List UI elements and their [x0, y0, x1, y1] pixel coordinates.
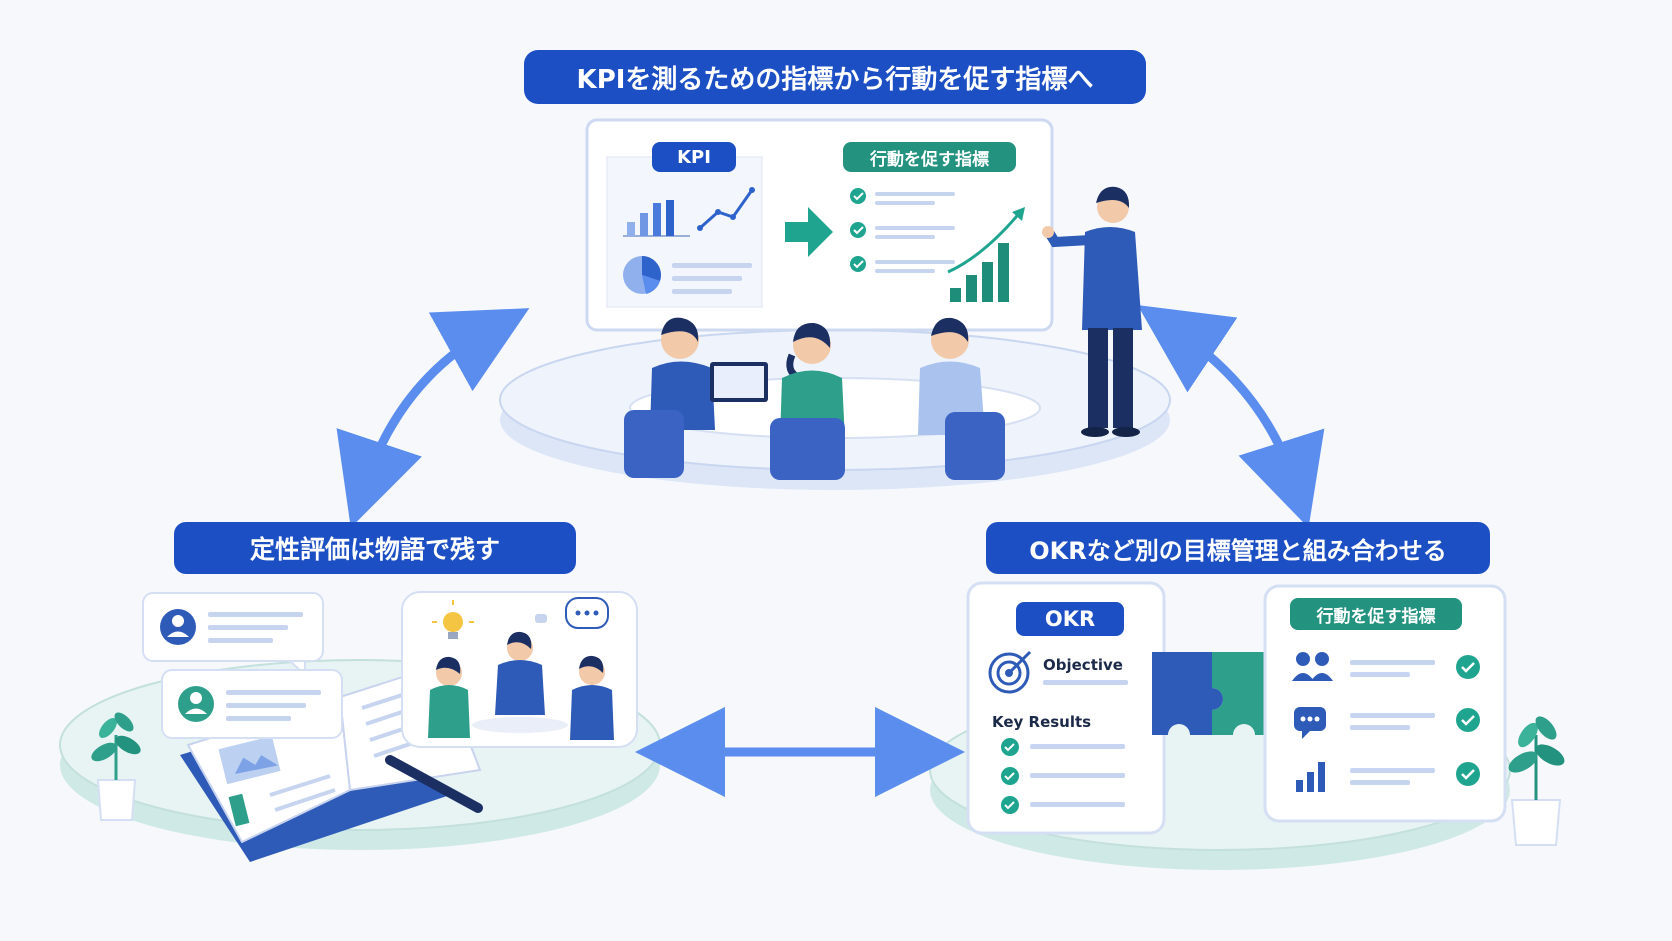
kpi-label: KPI — [652, 142, 736, 172]
key-results-checklist — [1001, 738, 1125, 814]
message-icon — [1294, 707, 1326, 739]
action-checklist — [850, 188, 955, 273]
presenter-figure — [1042, 186, 1142, 437]
check-icon-2 — [1456, 708, 1480, 732]
check-icon-1 — [1456, 655, 1480, 679]
kpi-bar-chart-icon — [623, 200, 690, 237]
right-title: OKRなど別の目標管理と組み合わせる — [986, 522, 1490, 574]
lightbulb-icon — [432, 600, 474, 639]
arrow-top-right — [1137, 305, 1325, 528]
pen-icon — [376, 752, 483, 813]
kpi-line-chart-icon — [697, 187, 755, 231]
kpi-pie-chart-icon — [623, 256, 661, 294]
plant-left — [91, 712, 141, 821]
comment-card-1 — [142, 592, 324, 678]
action-growth-chart-icon — [947, 207, 1025, 302]
kpi-to-action-arrow-icon — [785, 207, 833, 257]
bar-chart-icon — [1296, 762, 1325, 792]
key-results-label: Key Results — [992, 713, 1092, 731]
left-title: 定性評価は物語で残す — [174, 522, 576, 574]
action-indicator-card — [1263, 584, 1507, 823]
comment-card-2 — [161, 669, 343, 739]
chat-bubble-icon — [565, 597, 609, 629]
target-icon — [988, 650, 1032, 694]
action-label-top: 行動を促す指標 — [843, 142, 1016, 172]
plant-right — [1508, 716, 1565, 846]
objective-label: Objective — [1043, 656, 1123, 674]
discussion-panel — [401, 591, 638, 748]
okr-label: OKR — [1016, 602, 1124, 636]
arrow-top-left — [336, 308, 530, 528]
whiteboard — [585, 118, 1054, 332]
top-title: KPIを測るための指標から行動を促す指標へ — [524, 50, 1146, 104]
check-icon-3 — [1456, 762, 1480, 786]
team-icon — [1292, 652, 1333, 681]
okr-card — [966, 581, 1166, 835]
action-label-right: 行動を促す指標 — [1290, 598, 1462, 630]
meeting-group — [624, 317, 1041, 480]
puzzle-icon — [1152, 652, 1278, 735]
